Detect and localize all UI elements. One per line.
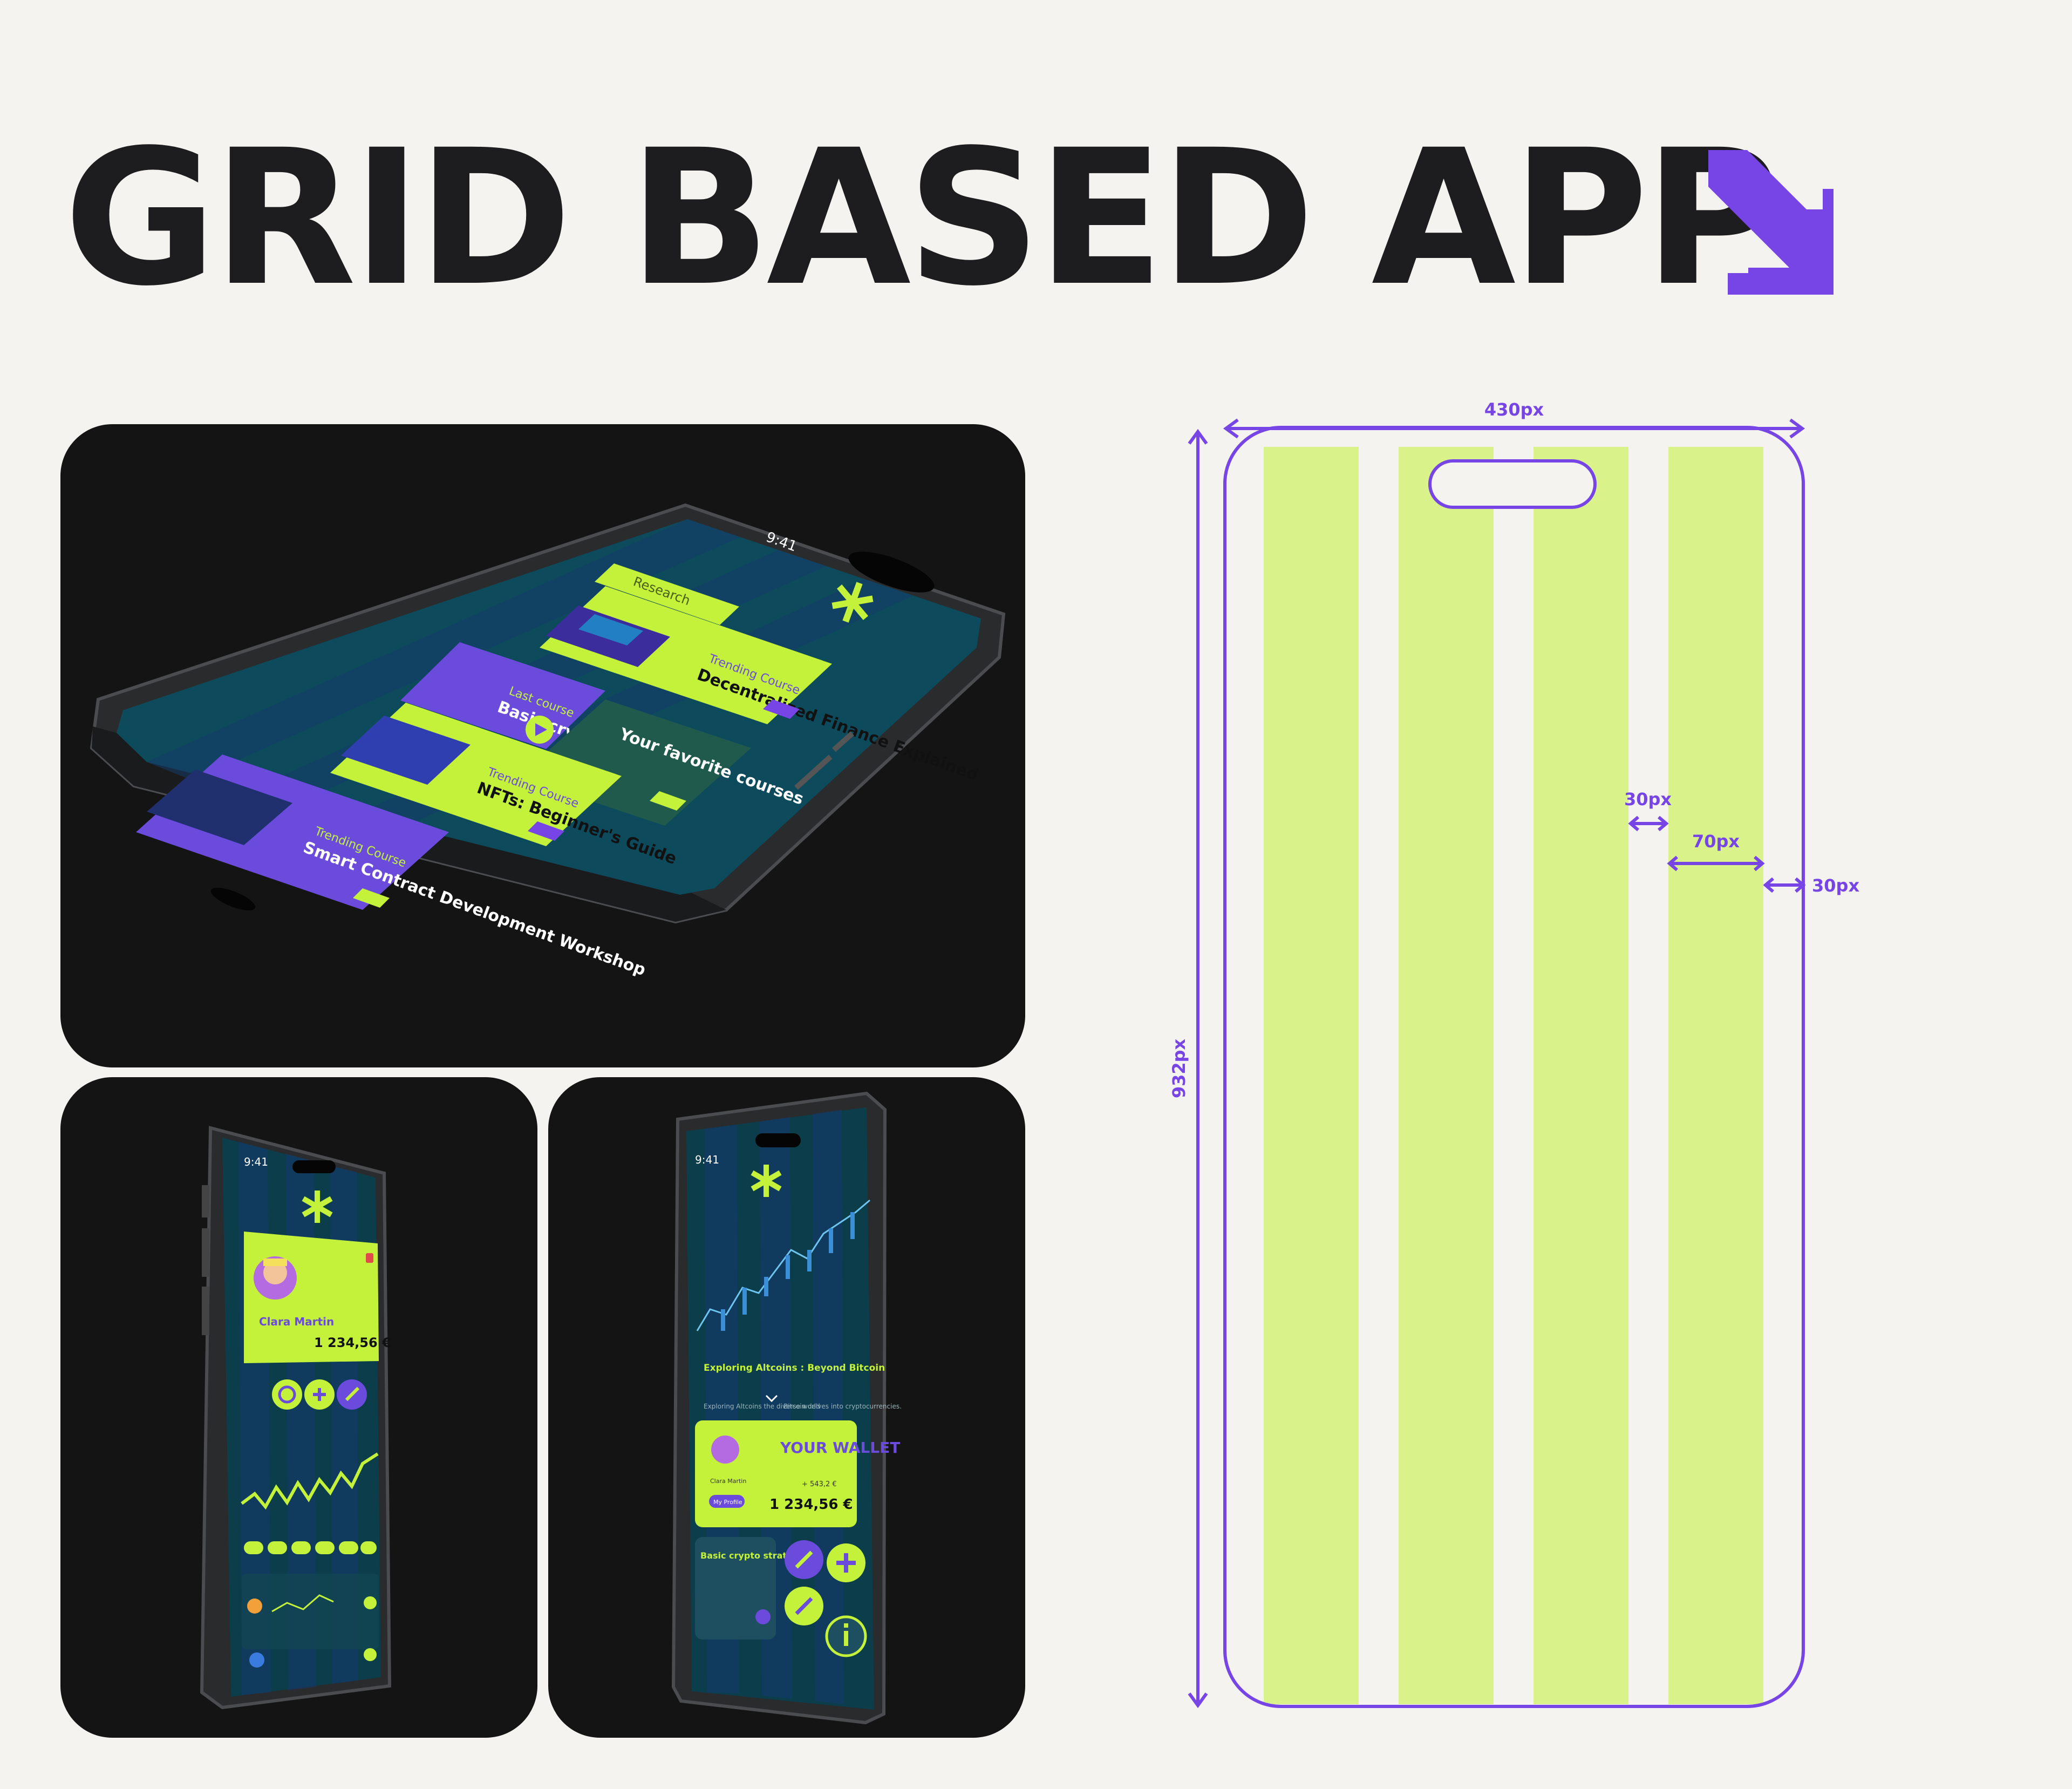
arrow-up-right-icon[interactable] [650, 791, 686, 811]
gutter-dimension: 30px [1624, 789, 1672, 832]
height-label: 932px [1169, 1038, 1189, 1098]
arrow-up-right-icon [795, 1550, 813, 1569]
user-name: Clara Martin [259, 1315, 334, 1328]
add-button[interactable] [304, 1379, 335, 1410]
avatar [711, 1436, 739, 1464]
dynamic-island-outline [1428, 459, 1597, 509]
gutter-label: 30px [1624, 789, 1672, 810]
send-button[interactable] [785, 1540, 823, 1579]
mockup-panel-wallet-right: 9:41 Exp [548, 1077, 1025, 1738]
width-label: 430px [1484, 399, 1544, 420]
usdc-icon [249, 1652, 264, 1668]
receive-button[interactable] [785, 1587, 823, 1625]
wallet-title: YOUR WALLET [780, 1439, 900, 1457]
asterisk-logo-icon [751, 1165, 782, 1197]
send-button[interactable] [337, 1379, 367, 1410]
asterisk-logo-icon [302, 1191, 333, 1223]
my-profile-label: My Profile [713, 1499, 742, 1506]
dynamic-island [755, 1133, 801, 1147]
refresh-icon [278, 1385, 296, 1404]
timeframe-selector[interactable] [244, 1541, 377, 1554]
info-button[interactable] [825, 1615, 867, 1657]
margin-dimension: 30px [1763, 875, 1859, 896]
chevron-down-icon[interactable] [765, 1395, 778, 1403]
course-image [341, 716, 471, 785]
play-icon [535, 723, 547, 736]
arrow-down-right-icon [1708, 150, 1834, 295]
grid-spec-diagram: 430px 932px 30px 70px 30px [1169, 399, 1859, 1709]
mockup-panel-wallet-left: 9:41 Clara Martin 1 234,56 € [60, 1077, 537, 1738]
column-dimension: 70px [1667, 831, 1765, 872]
arrow-up-right-icon[interactable] [364, 1648, 377, 1661]
phone-left: 9:41 Clara Martin 1 234,56 € [200, 1126, 392, 1710]
article-body-left: Exploring Altcoins the diverse world [704, 1403, 820, 1410]
course-image [147, 770, 292, 845]
balance-amount: 1 234,56 € [314, 1335, 391, 1350]
candlestick-chart [696, 1199, 870, 1331]
article-body-right: Bitcoin delves into cryptocurrencies. [783, 1403, 902, 1410]
column-label: 70px [1692, 831, 1740, 852]
bitcoin-icon [247, 1598, 262, 1614]
arrow-up-right-icon[interactable] [763, 699, 800, 719]
balance-change: + 543,2 € [802, 1480, 837, 1488]
arrow-up-right-icon[interactable] [364, 1596, 377, 1609]
wallet-card[interactable]: Clara Martin My Profile YOUR WALLET + 54… [695, 1420, 900, 1527]
add-button[interactable] [827, 1543, 865, 1582]
info-icon [844, 1631, 848, 1646]
status-time: 9:41 [244, 1155, 268, 1168]
height-dimension: 932px [1169, 428, 1208, 1709]
arrow-up-right-icon [345, 1386, 360, 1402]
dynamic-island [292, 1160, 336, 1173]
profile-balance-card[interactable]: Clara Martin 1 234,56 € [244, 1232, 391, 1363]
isometric-phone: 9:41 Research Trending Course [90, 503, 1006, 980]
user-name: Clara Martin [710, 1478, 746, 1485]
width-dimension: 430px [1223, 399, 1805, 439]
arrow-down-left-icon [795, 1597, 813, 1615]
phone-right: 9:41 Exp [671, 1091, 902, 1725]
play-button[interactable] [755, 1609, 771, 1624]
mockup-panel-isometric: 9:41 Research Trending Course [60, 424, 1025, 1067]
arrow-up-right-icon[interactable] [353, 888, 390, 908]
dynamic-island [848, 552, 935, 593]
page-title: GRID BASED APP [64, 110, 1781, 327]
my-profile-button[interactable] [709, 1495, 745, 1508]
refresh-button[interactable] [272, 1379, 302, 1410]
status-time: 9:41 [695, 1153, 719, 1166]
article-title: Exploring Altcoins : Beyond Bitcoin [704, 1363, 885, 1373]
asterisk-logo-icon [831, 582, 874, 623]
balance-amount: 1 234,56 € [769, 1496, 853, 1513]
grid-columns [1264, 447, 1763, 1704]
price-chart-line [241, 1452, 379, 1510]
margin-label: 30px [1812, 875, 1859, 896]
arrow-up-right-icon[interactable] [528, 821, 564, 841]
